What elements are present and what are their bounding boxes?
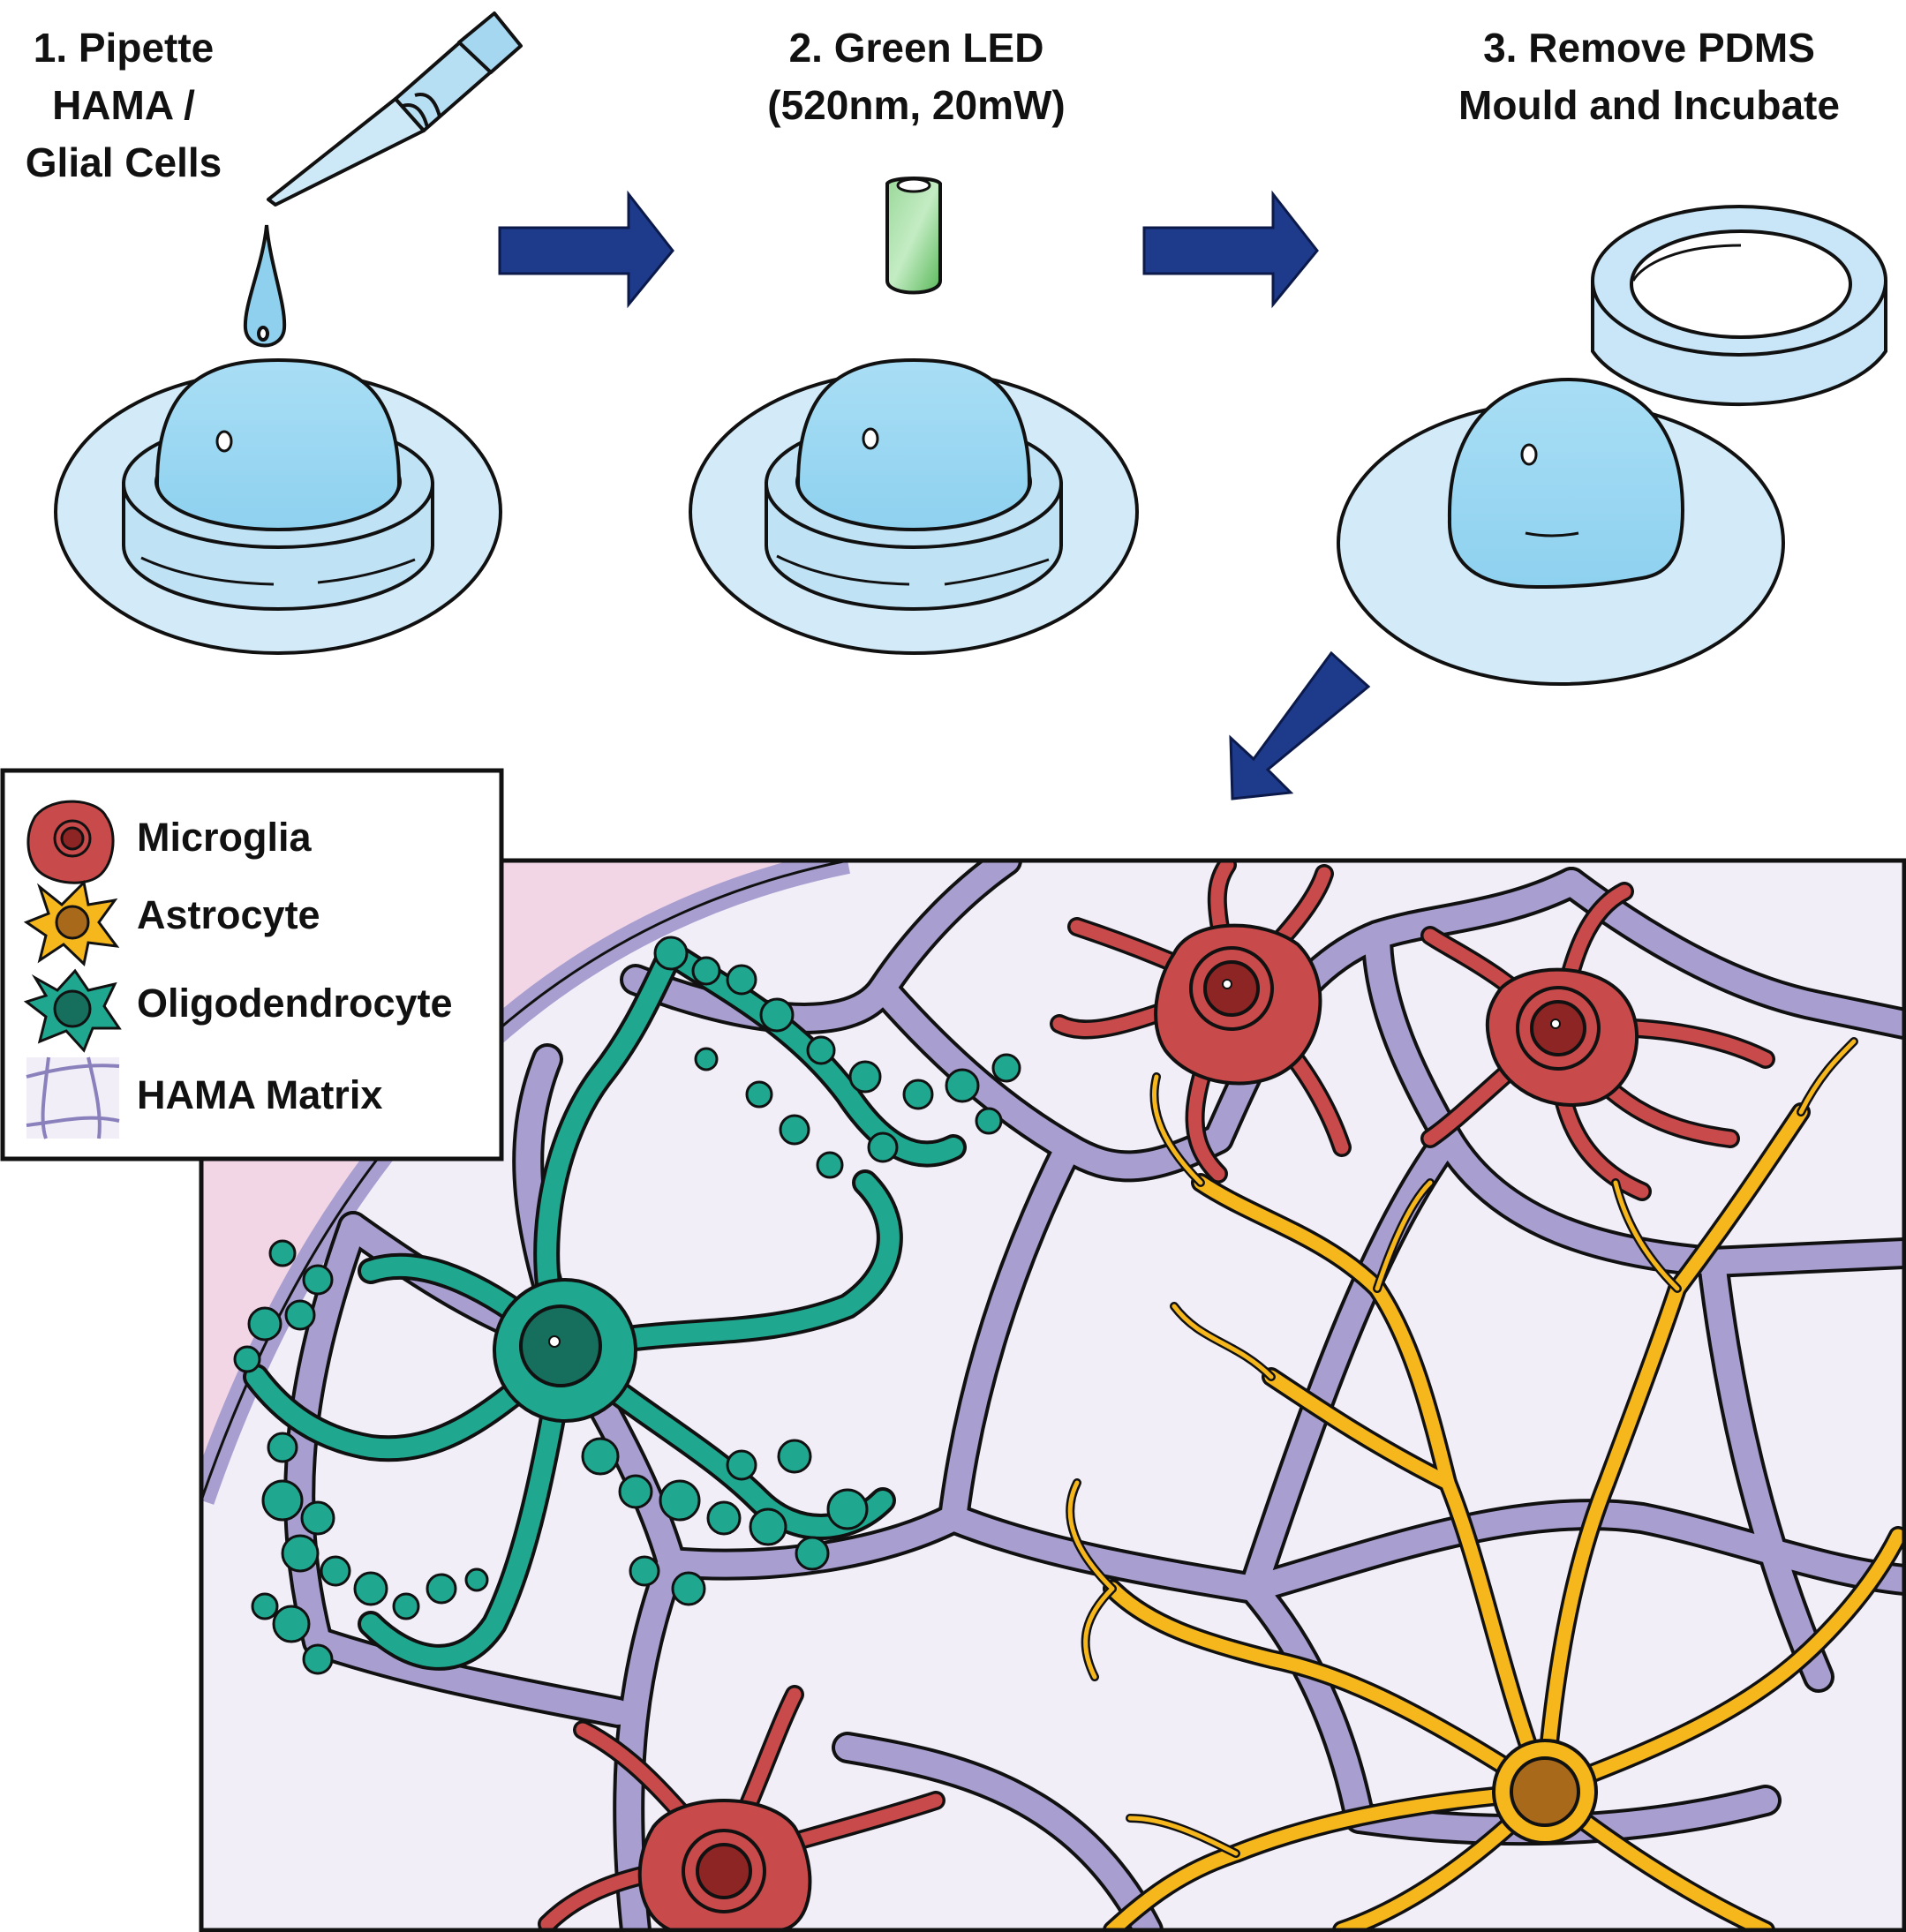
legend-item-hama-matrix: HAMA Matrix: [26, 1056, 382, 1139]
arrow-step-1-to-2: [498, 190, 674, 309]
legend-item-oligodendrocyte: Oligodendrocyte: [23, 968, 453, 1053]
droplet-icon: [243, 224, 287, 348]
astrocyte-icon: [23, 879, 120, 966]
oligodendrocyte-cell: [233, 936, 1021, 1675]
microglia-cell: [538, 1685, 945, 1930]
hydrogel-dome: [154, 357, 402, 531]
step-3-title-line-1: 3. Remove PDMS: [1483, 25, 1815, 71]
removed-pdms-mould: [1591, 205, 1887, 407]
step-2-title: 2. Green LED (520nm, 20mW): [767, 25, 1065, 128]
step-2-title-line-1: 2. Green LED: [789, 25, 1044, 71]
step-2-dish: [689, 357, 1139, 655]
step-1-title-line-3: Glial Cells: [26, 139, 222, 185]
hama-matrix-icon: [26, 1056, 120, 1139]
step-3-dish: [1337, 205, 1887, 686]
pipette-icon: [267, 11, 523, 207]
arrow-step-3-to-detail: [1229, 650, 1371, 801]
microglia-cell: [1050, 861, 1352, 1184]
legend-item-microglia: Microglia: [26, 800, 313, 884]
step-2-title-line-2: (520nm, 20mW): [767, 82, 1065, 128]
led-icon: [885, 177, 942, 295]
legend-label: Astrocyte: [137, 892, 320, 937]
legend-item-astrocyte: Astrocyte: [23, 879, 320, 966]
legend-label: Oligodendrocyte: [137, 981, 453, 1026]
legend: Microglia Astrocyte Oligodendrocyte HAMA…: [0, 768, 504, 1161]
astrocyte-cell: [1066, 1037, 1904, 1930]
microglia-icon: [26, 800, 115, 884]
hydrogel-dome: [1447, 377, 1685, 590]
hydrogel-dome: [795, 357, 1032, 531]
step-1-dish: [54, 357, 502, 655]
oligodendrocyte-icon: [23, 968, 122, 1053]
step-1-title: 1. Pipette HAMA / Glial Cells: [26, 25, 222, 185]
step-1-title-line-1: 1. Pipette: [34, 25, 215, 71]
step-3-title-line-2: Mould and Incubate: [1458, 82, 1840, 128]
step-1-title-line-2: HAMA /: [52, 82, 195, 128]
legend-label: Microglia: [137, 815, 313, 860]
arrow-step-2-to-3: [1142, 190, 1319, 309]
legend-label: HAMA Matrix: [137, 1072, 382, 1117]
step-3-title: 3. Remove PDMS Mould and Incubate: [1458, 25, 1840, 128]
microglia-cell: [1420, 882, 1775, 1201]
